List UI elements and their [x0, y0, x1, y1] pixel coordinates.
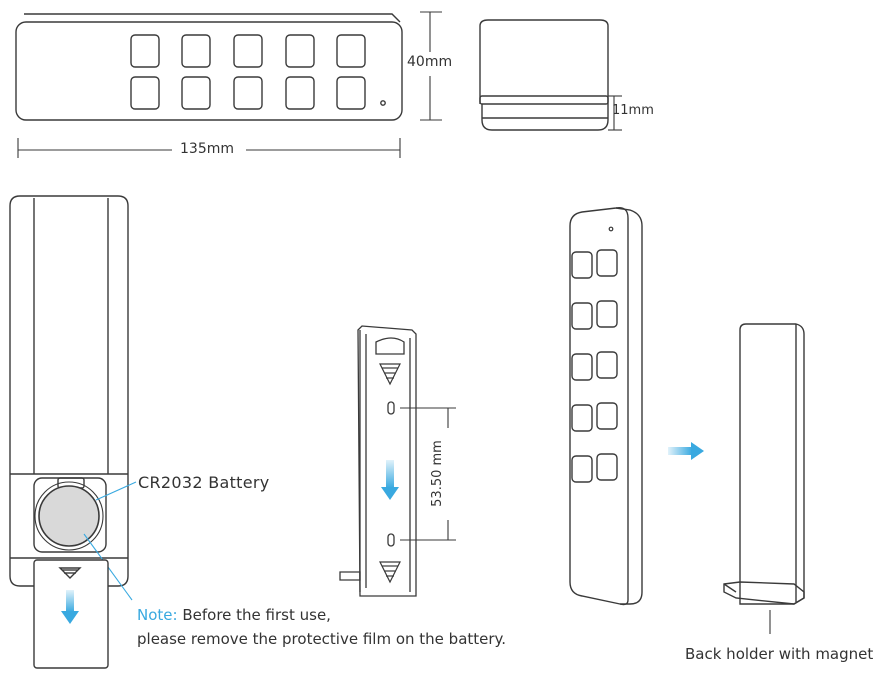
holder-grip-top	[379, 363, 401, 386]
holder-slide-arrow-icon	[381, 460, 399, 500]
led-indicator-icon	[380, 100, 386, 106]
remote-back-view	[9, 195, 129, 587]
length-dimension-line	[17, 138, 401, 158]
battery-label: CR2032 Battery	[138, 473, 270, 492]
battery-cell	[38, 485, 100, 547]
height-dimension-line	[420, 11, 442, 121]
note-line-2: please remove the protective film on the…	[137, 630, 507, 648]
remote-front-view	[15, 13, 403, 121]
back-holder-label: Back holder with magnet	[685, 645, 874, 663]
note-label: Note:	[137, 606, 178, 624]
length-label: 135mm	[180, 141, 234, 157]
holder-side-view	[339, 325, 417, 597]
note-text-1: Before the first use,	[182, 606, 331, 624]
perspective-led-icon	[608, 226, 614, 232]
attach-right-arrow-icon	[668, 442, 704, 460]
height-label: 40mm	[407, 54, 453, 70]
thickness-dimension-line	[608, 95, 622, 131]
screw-spacing-label: 53.50 mm	[429, 440, 445, 507]
back-holder-view	[723, 323, 805, 605]
note-line-1: Note: Before the first use,	[137, 606, 331, 624]
slide-down-arrow-icon	[61, 590, 79, 624]
remote-side-view	[479, 19, 609, 131]
perspective-button-grid	[571, 249, 618, 483]
holder-grip-bottom	[379, 561, 401, 584]
front-button-grid	[130, 34, 366, 110]
thickness-label: 11mm	[612, 103, 654, 118]
remote-perspective-view	[569, 207, 643, 606]
screw-spacing-dimension-line	[400, 407, 456, 541]
